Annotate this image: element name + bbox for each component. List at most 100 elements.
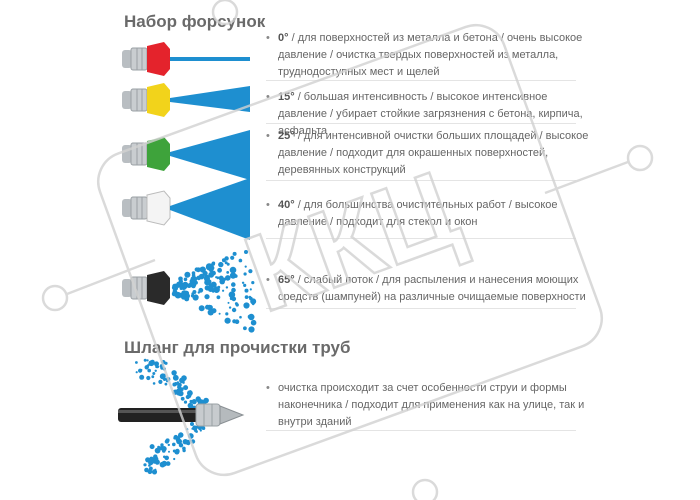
mist-droplet	[168, 450, 170, 453]
mist-droplet	[183, 277, 188, 282]
nozzle-angle: 15°	[278, 91, 295, 103]
mist-droplet	[154, 369, 157, 372]
mist-droplet	[176, 438, 182, 445]
mist-droplet	[178, 388, 183, 393]
nozzle-40-image	[122, 178, 250, 240]
mist-droplet	[198, 305, 205, 312]
mist-droplet	[190, 294, 195, 298]
mist-droplet	[180, 396, 185, 401]
nozzle-angle: 40°	[278, 199, 295, 211]
mist-droplet	[163, 455, 166, 459]
mist-droplet	[179, 286, 183, 290]
mist-droplet	[248, 269, 253, 274]
pipe-hose-description: • очистка происходит за счет особенности…	[266, 380, 596, 431]
bullet: •	[266, 32, 270, 44]
mist-droplet	[251, 302, 255, 306]
mist-droplet	[208, 271, 215, 278]
mist-droplet	[230, 273, 234, 276]
mist-droplet	[244, 250, 248, 254]
mist-droplet	[228, 291, 236, 298]
mist-droplet	[218, 261, 224, 268]
mist-droplet	[232, 251, 237, 256]
mist-droplet	[165, 377, 171, 382]
mist-droplet	[248, 295, 252, 299]
mist-droplet	[243, 302, 250, 309]
mist-droplet	[184, 271, 191, 278]
spray-jet	[170, 178, 250, 240]
mist-droplet	[186, 428, 189, 431]
mist-droplet	[153, 454, 158, 459]
nozzle-25-description: • 25° / для интенсивной очистки больших …	[266, 128, 596, 179]
mist-droplet	[148, 467, 152, 470]
mist-droplet	[143, 463, 147, 467]
mist-droplet	[192, 290, 197, 294]
mist-droplet	[218, 312, 221, 315]
mist-droplet	[164, 382, 168, 386]
mist-droplet	[231, 287, 236, 293]
mist-droplet	[238, 258, 243, 263]
mist-droplet	[205, 304, 210, 310]
divider	[266, 123, 576, 124]
mist-droplet	[195, 430, 198, 433]
mist-droplet	[181, 375, 187, 381]
mist-droplet	[171, 291, 177, 297]
mist-droplet	[244, 288, 249, 293]
mist-droplet	[244, 265, 247, 268]
mist-droplet	[164, 361, 168, 365]
bullet: •	[266, 91, 270, 103]
mist-droplet	[175, 448, 180, 454]
mist-droplet	[225, 312, 229, 316]
nozzle-text: / для поверхностей из металла и бетона /…	[278, 32, 583, 78]
mist-droplet	[178, 433, 182, 438]
mist-droplet	[165, 438, 170, 443]
mist-droplet	[231, 282, 236, 287]
nozzle-body	[122, 83, 170, 117]
divider	[266, 430, 576, 431]
pipe-hose-text: очистка происходит за счет особенности с…	[278, 382, 585, 428]
mist-droplet	[221, 258, 226, 263]
mist-droplet	[172, 374, 179, 381]
mist-droplet	[152, 372, 156, 375]
nozzle-40-description: • 40° / для большинства очистительных ра…	[266, 197, 596, 231]
nozzle-tip	[147, 83, 170, 117]
mist-droplet	[165, 461, 171, 466]
mist-droplet	[182, 448, 186, 453]
mist-droplet	[198, 426, 202, 431]
mist-droplet	[248, 326, 255, 333]
mist-droplet	[216, 295, 221, 300]
mist-droplet	[172, 442, 176, 447]
mist-droplet	[196, 275, 201, 281]
mist-droplet	[209, 305, 213, 309]
hose-nozzle	[195, 403, 245, 427]
divider	[266, 308, 576, 309]
mist-droplet	[231, 307, 237, 313]
mist-droplet	[239, 315, 242, 319]
mist-droplet	[227, 301, 230, 304]
mist-droplet	[211, 282, 217, 288]
nozzle-body	[122, 190, 171, 226]
mist-droplet	[187, 433, 194, 439]
nozzle-text: / для интенсивной очистки больших площад…	[278, 130, 589, 176]
mist-droplet	[218, 275, 224, 281]
mist-droplet	[243, 272, 247, 276]
nozzle-angle: 0°	[278, 32, 289, 44]
mist-droplet	[226, 271, 230, 274]
mist-droplet	[135, 371, 138, 374]
mist-droplet	[243, 283, 247, 287]
mist-droplet	[154, 447, 161, 454]
mist-droplet	[146, 375, 151, 381]
pipe-hose-heading: Шланг для прочистки труб	[124, 338, 351, 357]
mist-droplet	[225, 275, 231, 281]
mist-droplet	[204, 294, 210, 300]
mist-droplet	[230, 255, 235, 260]
mist-droplet	[190, 422, 194, 426]
mist-droplet	[138, 368, 143, 373]
nozzle-body	[122, 271, 170, 305]
mist-droplet	[177, 382, 182, 388]
mist-droplet	[139, 374, 145, 380]
mist-droplet	[148, 360, 155, 367]
mist-droplet	[160, 443, 164, 447]
mist-droplet	[155, 365, 158, 369]
mist-droplet	[167, 443, 170, 447]
mist-droplet	[249, 288, 252, 291]
